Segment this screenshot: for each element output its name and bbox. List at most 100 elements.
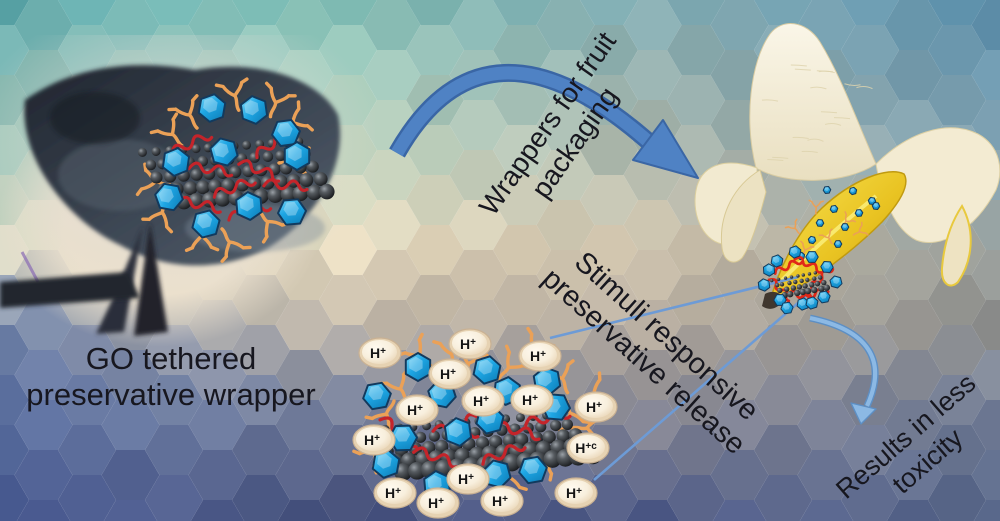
honeycomb-tile [667,475,725,521]
honeycomb-tile [973,500,1000,521]
h-plus-icon: H+ [574,391,618,423]
orange-tether-icon [784,218,801,235]
honeycomb-tile [188,350,247,400]
honeycomb-tile [319,0,377,25]
honeycomb-tile [971,100,1000,150]
honeycomb-tile [928,0,986,25]
honeycomb-tile [14,400,73,450]
honeycomb-tile [406,0,464,25]
honeycomb-tile [406,225,464,275]
blue-hexagon-icon [805,251,819,263]
honeycomb-tile [449,200,508,250]
honeycomb-tile [188,400,247,450]
honeycomb-tile [841,475,899,521]
honeycomb-tile [710,0,769,50]
honeycomb-tile [145,475,203,521]
orange-tether-icon [214,77,249,112]
honeycomb-tile [623,50,682,100]
honeycomb-tile [710,300,769,350]
honeycomb-tile [928,275,986,325]
honeycomb-tile [362,200,421,250]
honeycomb-tile [841,25,899,75]
honeycomb-tile [754,375,812,425]
red-chain-icon [481,444,527,466]
orange-tether-icon [818,228,833,245]
h-plus-icon: H+ [352,424,396,456]
blue-hexagon-icon [867,196,877,206]
honeycomb-tile [145,425,203,475]
honeycomb-tile [190,500,245,521]
honeycomb-tile [580,175,638,225]
honeycomb-tile [406,275,464,325]
honeycomb-tile [449,100,508,150]
honeycomb-tile [797,450,856,500]
release-line [593,295,807,481]
honeycomb-tile [710,450,769,500]
blue-hexagon-icon [829,204,839,214]
go-sheet-icon [770,271,831,299]
blue-hexagon-icon [154,182,184,212]
banana-icon [694,23,1000,309]
honeycomb-tile [928,75,986,125]
honeycomb-tile [580,325,638,375]
honeycomb-tile [623,350,682,400]
honeycomb-tile [580,275,638,325]
blue-hexagon-icon [271,119,301,147]
honeycomb-tile [928,25,986,75]
h-plus-icon: H+ [416,487,460,519]
honeycomb-tile [971,250,1000,300]
blue-hexagon-icon [362,381,392,411]
honeycomb-tile [14,350,73,400]
honeycomb-tile [884,0,943,50]
honeycomb-tile [580,0,638,25]
honeycomb-tile [362,250,421,300]
blue-hexagon-icon [277,198,307,226]
blue-hexagon-icon [817,290,831,304]
honeycomb-tile [667,75,725,125]
blue-hexagon-icon [235,191,263,221]
honeycomb-tile [493,225,551,275]
honeycomb-tile [275,450,334,500]
honeycomb-tile [0,0,29,25]
tweezers-icon [134,222,168,336]
honeycomb-tile [0,475,29,521]
honeycomb-tile [362,300,421,350]
honeycomb-tile [971,0,1000,50]
honeycomb-tile [536,0,595,50]
honeycomb-tile [928,475,986,521]
honeycomb-tile [971,450,1000,500]
honeycomb-tile [841,75,899,125]
honeycomb-tile [625,500,680,521]
honeycomb-tile [275,350,334,400]
release-line [549,275,799,340]
blue-hexagon-icon [780,301,794,315]
blue-hexagon-icon [871,202,881,210]
honeycomb-tile [580,25,638,75]
honeycomb-tile [754,0,812,25]
honeycomb-tile [928,375,986,425]
honeycomb-tile [536,200,595,250]
release-cluster: H+H+H+H+H+H+H+H+H+H+cH+H+H+H+H+ [352,326,618,519]
honeycomb-tile [536,100,595,150]
red-chain-icon [412,446,458,469]
honeycomb-tile [362,50,421,100]
blue-hexagon-icon [239,95,269,125]
honeycomb-tile [232,475,290,521]
honeycomb-tile [667,325,725,375]
red-chain-icon [493,421,541,442]
honeycomb-tile [362,0,421,50]
red-chain-icon [773,259,804,275]
honeycomb-tile [623,450,682,500]
red-chain-icon [262,178,309,192]
banana-flesh [749,23,877,181]
honeycomb-tile [623,400,682,450]
honeycomb-tile [232,425,290,475]
honeycomb-tile [928,425,986,475]
honeycomb-tile [580,125,638,175]
honeycomb-tile [145,0,203,25]
honeycomb-tile [101,450,160,500]
honeycomb-tile [754,325,812,375]
h-plus-icon: H+ [358,337,402,369]
honeycomb-tile [406,25,464,75]
blue-hexagon-icon [807,235,817,245]
